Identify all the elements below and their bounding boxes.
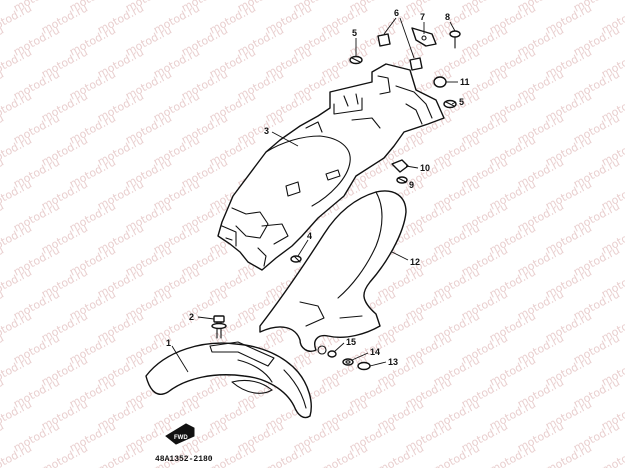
- diagram-code: 48A1352-2180: [155, 455, 213, 464]
- nut-part-10: [391, 159, 409, 173]
- callout-3: 3: [264, 126, 269, 136]
- leader-lines: [171, 17, 458, 373]
- clip-part-6-b: [409, 57, 423, 71]
- bolt-part-5-right: [443, 99, 457, 109]
- bolt-part-4: [290, 255, 302, 263]
- callout-7: 7: [420, 12, 425, 22]
- callout-13: 13: [388, 357, 398, 367]
- bracket-part-7: [411, 27, 437, 47]
- callout-12: 12: [410, 257, 420, 267]
- callout-6: 6: [394, 8, 399, 18]
- callout-9: 9: [409, 180, 414, 190]
- callout-8: 8: [445, 12, 450, 22]
- callout-5-right: 5: [459, 97, 464, 107]
- callout-5-left: 5: [352, 28, 357, 38]
- callout-1: 1: [166, 338, 171, 348]
- washer-part-14: [342, 358, 354, 366]
- screw-part-8: [449, 30, 461, 49]
- rear-fender-part-3: [217, 63, 445, 271]
- rear-mudguard-part-12: [259, 190, 407, 355]
- callout-10: 10: [420, 163, 430, 173]
- bolt-part-2: [211, 315, 227, 339]
- front-fender-part-1: [145, 341, 312, 419]
- callout-11: 11: [460, 77, 470, 87]
- clip-part-6-a: [377, 33, 391, 47]
- bolt-part-5-left: [349, 55, 363, 65]
- callout-14: 14: [370, 347, 380, 357]
- bolt-part-13: [357, 361, 371, 371]
- grommet-part-11: [433, 76, 447, 88]
- forward-direction-arrow: FWD: [165, 423, 195, 445]
- fwd-label: FWD: [174, 435, 188, 441]
- collar-part-15: [327, 350, 337, 358]
- callout-labels: 1 2 3 4 5 5 6 7 8 9 10 11 12 13 14 15: [166, 8, 470, 367]
- callout-2: 2: [189, 312, 194, 322]
- callout-4: 4: [307, 231, 312, 241]
- callout-15: 15: [346, 337, 356, 347]
